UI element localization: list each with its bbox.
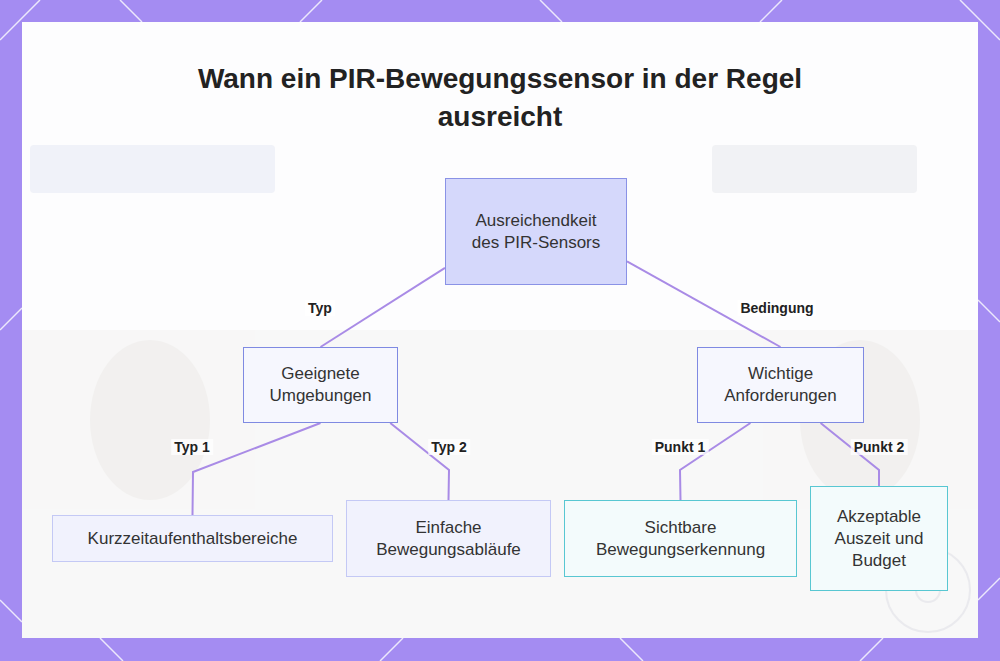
process-box: Akzeptable Auszeit und Budget: [810, 486, 948, 591]
edge-label: Bedingung: [737, 300, 816, 316]
box-text: Einfache Bewegungsabläufe: [359, 517, 538, 561]
connector-line: [321, 268, 446, 347]
box-text: Akzeptable Auszeit und Budget: [829, 506, 929, 572]
box-text: Wichtige Anforderungen: [710, 363, 851, 407]
connector-line: [680, 423, 750, 500]
process-box: Geeignete Umgebungen: [243, 347, 398, 423]
blurred-backdrop: [22, 145, 978, 638]
connector-line: [390, 423, 449, 500]
diagram-title: Wann ein PIR-Bewegungssensor in der Rege…: [190, 60, 810, 136]
panel: [22, 22, 978, 638]
edge-label: Typ 1: [171, 439, 213, 455]
box-text: Ausreichendkeit des PIR-Sensors: [468, 210, 604, 254]
process-box: Ausreichendkeit des PIR-Sensors: [445, 178, 627, 285]
edge-label: Punkt 2: [851, 439, 908, 455]
edge-label: Typ 2: [428, 439, 470, 455]
edge-label: Typ: [305, 300, 335, 316]
process-box: Kurzzeitaufenthaltsbereiche: [52, 515, 333, 562]
process-box: Wichtige Anforderungen: [697, 347, 864, 423]
box-text: Geeignete Umgebungen: [256, 363, 385, 407]
connector-line: [193, 423, 321, 515]
edge-label: Punkt 1: [652, 439, 709, 455]
box-text: Kurzzeitaufenthaltsbereiche: [88, 528, 298, 550]
process-box: Einfache Bewegungsabläufe: [346, 500, 551, 577]
box-text: Sichtbare Bewegungserkennung: [577, 517, 784, 561]
process-box: Sichtbare Bewegungserkennung: [564, 500, 797, 577]
